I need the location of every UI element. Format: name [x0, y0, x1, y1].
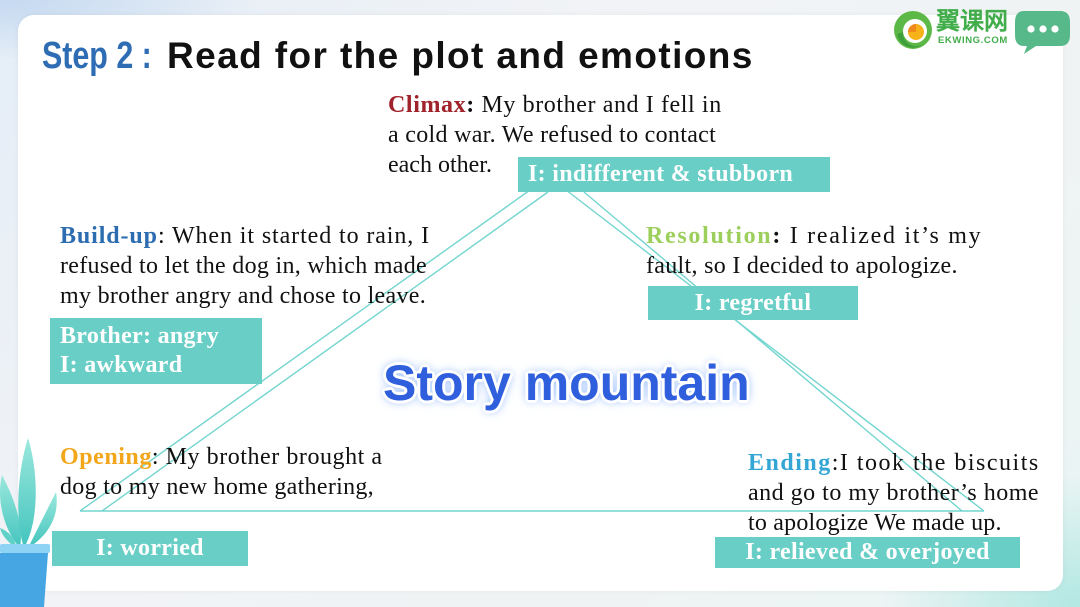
build-up-line-text: When it started to rain, I — [165, 223, 430, 249]
slide-card — [18, 15, 1063, 591]
plant-leaf — [18, 438, 36, 548]
resolution-text: Resolution: I realized it’s my fault, so… — [646, 221, 982, 281]
plant-leaf — [0, 528, 16, 548]
climax-line-2: a cold war. We refused to contact — [388, 122, 717, 148]
build-up-separator: : — [157, 223, 166, 249]
resolution-separator: : — [772, 223, 783, 249]
build-up-emotion-box: Brother: angry I: awkward — [50, 318, 262, 384]
pot-rim — [0, 544, 50, 553]
climax-heading: Climax — [388, 92, 467, 118]
page-title: Read for the plot and emotions — [167, 35, 754, 76]
opening-heading: Opening — [60, 444, 152, 470]
mountain-right-outer-line — [565, 189, 985, 512]
climax-line-1: Climax: My brother and I fell in — [388, 90, 722, 120]
build-up-line-2: refused to let the dog in, which made — [60, 253, 427, 279]
potted-plant-icon — [0, 438, 57, 607]
ending-emotion-box: I: relieved & overjoyed — [715, 537, 1020, 568]
ending-line-2: and go to my brother’s home — [748, 480, 1040, 506]
climax-line-text: My brother and I fell in — [474, 92, 722, 118]
resolution-emotion-box: I: regretful — [648, 286, 858, 320]
ending-emotion-text: I: relieved & overjoyed — [745, 539, 990, 565]
plant-leaf — [28, 492, 57, 548]
opening-emotion-text: I: worried — [96, 535, 204, 561]
resolution-emotion-text: I: regretful — [694, 290, 812, 316]
opening-line-1: Opening: My brother brought a — [60, 442, 383, 472]
build-up-heading: Build-up — [60, 223, 158, 249]
logo-name: 翼课网 — [936, 7, 1008, 35]
opening-emotion-box: I: worried — [52, 531, 248, 566]
opening-text: Opening: My brother brought a dog to my … — [60, 442, 383, 502]
build-up-text: Build-up: When it started to rain, I ref… — [60, 221, 430, 311]
pot-body — [0, 553, 48, 607]
resolution-heading: Resolution — [646, 223, 773, 249]
resolution-line-1: Resolution: I realized it’s my — [646, 221, 982, 251]
build-up-emotion-text: I: awkward — [60, 352, 183, 378]
ending-text: Ending:I took the biscuits and go to my … — [748, 448, 1040, 538]
opening-separator: : — [151, 444, 160, 470]
ending-line-1: Ending:I took the biscuits — [748, 448, 1040, 478]
build-up-line-3: my brother angry and chose to leave. — [60, 283, 427, 309]
opening-line-text: My brother brought a — [159, 444, 383, 470]
ending-line-text: I took the biscuits — [839, 450, 1040, 476]
build-up-emotion-text: Brother: angry — [60, 323, 220, 349]
logo-domain: EKWING.COM — [938, 35, 1008, 46]
mountain-right-inner-line — [583, 191, 963, 512]
story-mountain-label: Story mountain — [383, 355, 750, 411]
mountain-left-inner-line — [101, 191, 549, 512]
resolution-line-text: I realized it’s my — [782, 223, 983, 249]
climax-emotion-text: I: indifferent & stubborn — [528, 161, 794, 187]
mountain-left-outer-line — [79, 189, 531, 512]
resolution-line-2: fault, so I decided to apologize. — [646, 253, 958, 279]
build-up-line-1: Build-up: When it started to rain, I — [60, 221, 430, 251]
step-label: Step 2 : — [42, 35, 152, 77]
climax-emotion-box: I: indifferent & stubborn — [518, 157, 830, 192]
climax-text: Climax: My brother and I fell in a cold … — [388, 90, 722, 180]
climax-line-3: each other. — [388, 152, 492, 178]
ekwing-logo-icon — [894, 11, 932, 49]
ending-separator: : — [831, 450, 840, 476]
ending-line-3: to apologize We made up. — [748, 510, 1002, 536]
climax-separator: : — [466, 92, 475, 118]
ending-heading: Ending — [748, 450, 832, 476]
plant-leaf — [0, 475, 21, 548]
chat-bubble-icon — [1015, 11, 1070, 54]
opening-line-2: dog to my new home gathering, — [60, 474, 374, 500]
